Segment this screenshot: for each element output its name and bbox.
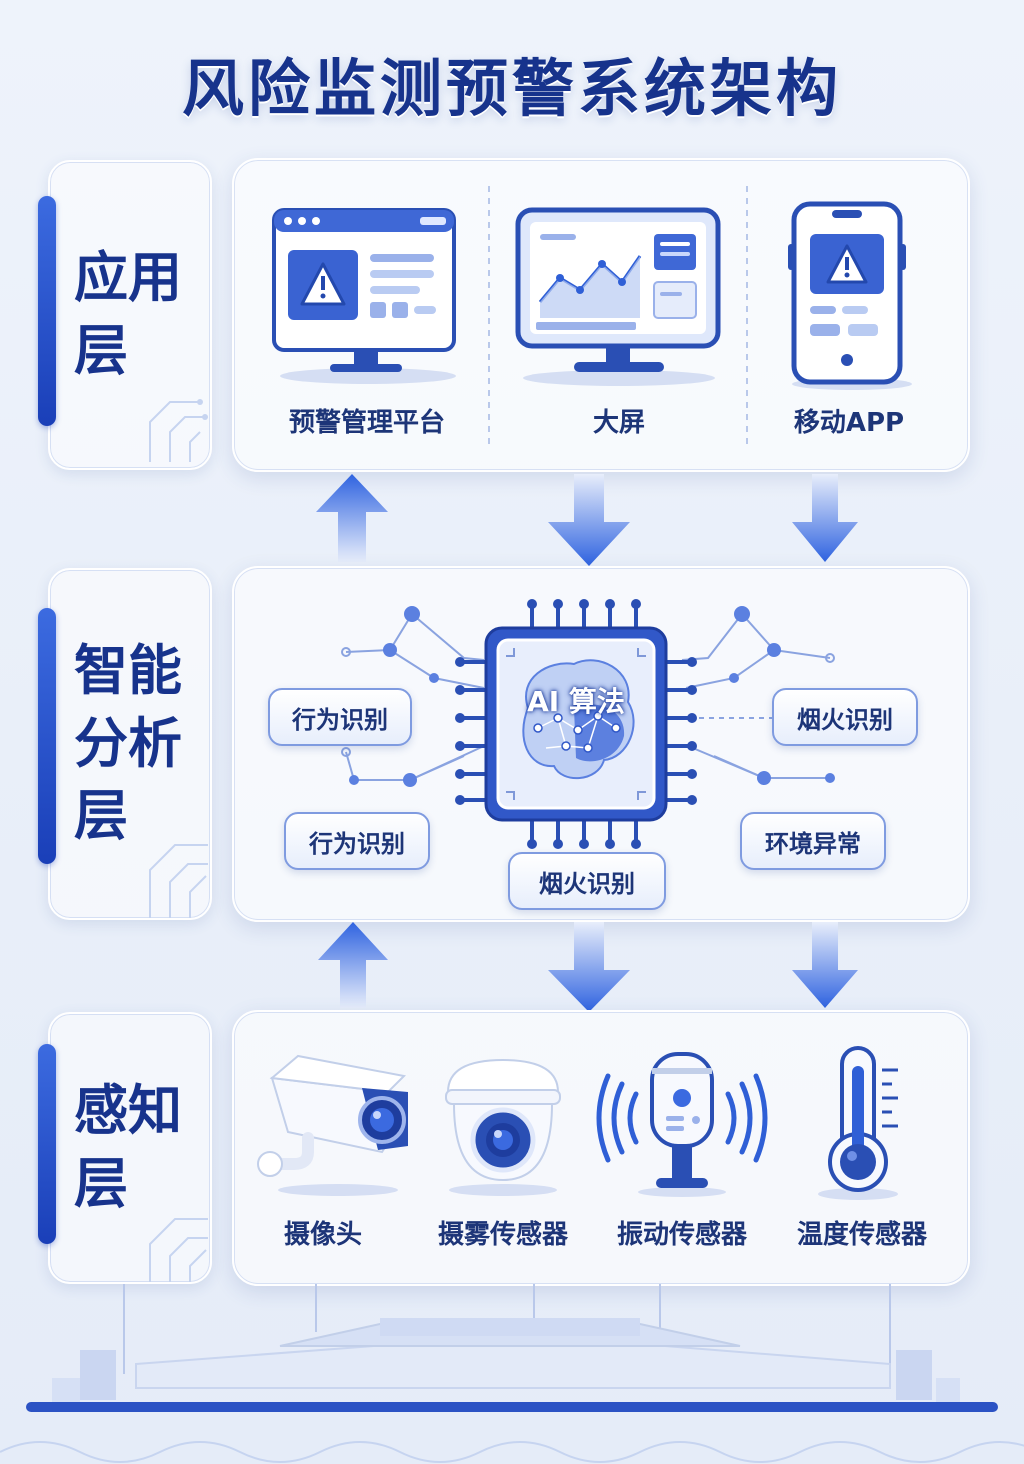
- arrow-down-icon: [548, 922, 630, 1012]
- base-platform-decoration: [0, 1284, 1024, 1463]
- layer-marker-application: [38, 196, 56, 426]
- layer-name-perception: 感知 层: [74, 1079, 182, 1215]
- ai-chip-icon: [455, 599, 697, 849]
- layer-name-application: 应用 层: [74, 246, 182, 382]
- divider: [488, 186, 490, 446]
- ai-core-label: AI 算法: [527, 685, 625, 718]
- analysis-chip: 行为识别: [284, 812, 430, 870]
- vibration-sensor-icon: [596, 1052, 768, 1197]
- arrow-down-icon: [792, 474, 858, 562]
- analysis-chip: 环境异常: [740, 812, 886, 870]
- page-title: 风险监测预警系统架构: [181, 52, 842, 125]
- arrow-up-icon: [318, 922, 388, 1008]
- arrow-down-icon: [792, 922, 858, 1008]
- big-screen-icon: [515, 207, 721, 386]
- application-panel: 预警管理平台 大屏 移动APP: [232, 158, 970, 472]
- divider: [746, 186, 748, 446]
- sensor-label: 摄像头: [283, 1220, 362, 1250]
- app-item-label: 预警管理平台: [288, 408, 445, 438]
- layer-marker-analysis: [38, 608, 56, 864]
- sensor-label: 温度传感器: [796, 1220, 927, 1250]
- layer-tab-perception: 感知 层: [48, 1012, 212, 1284]
- bullet-camera-icon: [257, 1054, 408, 1196]
- layer-tab-application: 应用 层: [48, 160, 212, 470]
- dome-camera-icon: [445, 1058, 561, 1196]
- layer-tab-analysis: 智能 分析层: [48, 568, 212, 920]
- perception-panel: 摄像头 摄雾传感器 振动传感器: [232, 1010, 970, 1286]
- arrow-up-icon: [316, 474, 388, 562]
- analysis-chip: 烟火识别: [508, 852, 666, 910]
- analysis-panel: AI 算法 行为识别 烟火识别 行为识别 环境异常 烟火识别: [232, 566, 970, 922]
- warning-monitor-icon: [272, 208, 456, 384]
- app-item-label: 大屏: [592, 408, 645, 438]
- thermometer-icon: [818, 1046, 898, 1200]
- layer-marker-perception: [38, 1044, 56, 1244]
- mobile-app-icon: [788, 201, 912, 390]
- arrow-down-icon: [548, 474, 630, 566]
- app-item-label: 移动APP: [793, 408, 905, 438]
- layer-name-analysis: 智能 分析层: [74, 638, 182, 848]
- sensor-label: 摄雾传感器: [437, 1220, 568, 1250]
- analysis-chip: 烟火识别: [772, 688, 918, 746]
- sensor-label: 振动传感器: [616, 1220, 747, 1250]
- circuit-decoration: [149, 399, 208, 462]
- circuit-decoration: [149, 844, 208, 918]
- circuit-decoration: [149, 1218, 208, 1282]
- analysis-chip: 行为识别: [268, 688, 412, 746]
